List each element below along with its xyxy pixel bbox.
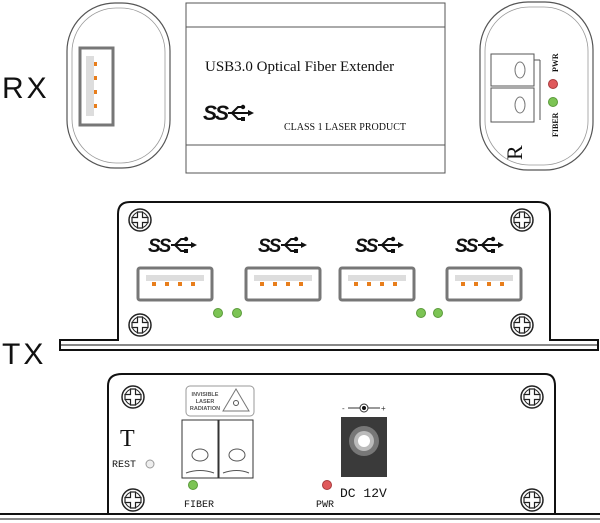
superspeed-logo: SS — [258, 236, 282, 257]
usb-port-2 — [244, 266, 322, 302]
svg-text:+: + — [381, 404, 386, 413]
screw-icon — [510, 313, 534, 337]
usb-port-4 — [445, 266, 523, 302]
tx-fiber-led — [188, 480, 198, 490]
reset-label: REST — [112, 460, 136, 471]
rx-label: RX — [2, 72, 50, 105]
screw-icon — [510, 208, 534, 232]
rx-fiber-led — [548, 97, 558, 107]
rx-fiber-label: FIBER — [551, 112, 560, 137]
rx-pwr-label: PWR — [551, 53, 560, 72]
rx-pwr-led — [548, 79, 558, 89]
superspeed-logo: SS — [355, 236, 379, 257]
screw-icon — [121, 488, 145, 512]
tx-label: TX — [2, 338, 46, 371]
status-led — [232, 308, 242, 318]
status-led — [433, 308, 443, 318]
product-title: USB3.0 Optical Fiber Extender — [205, 59, 394, 75]
dc-polarity-symbol: - + — [342, 403, 386, 413]
tx-usb-panel: SS SS SS SS — [59, 201, 599, 351]
screw-icon — [128, 313, 152, 337]
laser-warning-label: INVISIBLE LASER RADIATION — [185, 385, 255, 417]
tx-fiber-panel: T REST INVISIBLE LASER RADIATION FIBER -… — [0, 373, 600, 520]
screw-icon — [121, 385, 145, 409]
rx-fiber-connector — [490, 53, 541, 123]
status-led — [213, 308, 223, 318]
superspeed-logo: SS — [148, 236, 172, 257]
superspeed-logo: SS — [203, 102, 229, 125]
svg-text:INVISIBLE: INVISIBLE — [192, 392, 219, 398]
rx-usb-end-view — [66, 2, 171, 169]
rx-top-label-view: USB3.0 Optical Fiber Extender SS CLASS 1… — [185, 2, 446, 174]
reset-button[interactable] — [145, 459, 155, 469]
superspeed-logo: SS — [455, 236, 479, 257]
screw-icon — [520, 488, 544, 512]
dc-voltage-label: DC 12V — [340, 486, 387, 501]
usb-port-3 — [338, 266, 416, 302]
status-led — [416, 308, 426, 318]
rx-usb-port — [78, 46, 115, 127]
dc-power-jack — [341, 417, 387, 477]
svg-text:-: - — [342, 404, 345, 413]
tx-side-letter: T — [120, 426, 135, 452]
tx-pwr-led — [322, 480, 332, 490]
svg-text:RADIATION: RADIATION — [190, 406, 220, 412]
laser-class-label: CLASS 1 LASER PRODUCT — [284, 122, 406, 133]
rx-fiber-end-view: PWR FIBER R — [479, 1, 594, 171]
svg-text:LASER: LASER — [196, 399, 215, 405]
rx-side-letter: R — [502, 145, 527, 160]
usb-port-1 — [136, 266, 214, 302]
screw-icon — [128, 208, 152, 232]
tx-fiber-connector — [181, 419, 254, 479]
tx-fiber-label: FIBER — [184, 500, 214, 511]
laser-sun-icon — [233, 400, 239, 406]
screw-icon — [520, 385, 544, 409]
tx-pwr-label: PWR — [316, 500, 334, 511]
